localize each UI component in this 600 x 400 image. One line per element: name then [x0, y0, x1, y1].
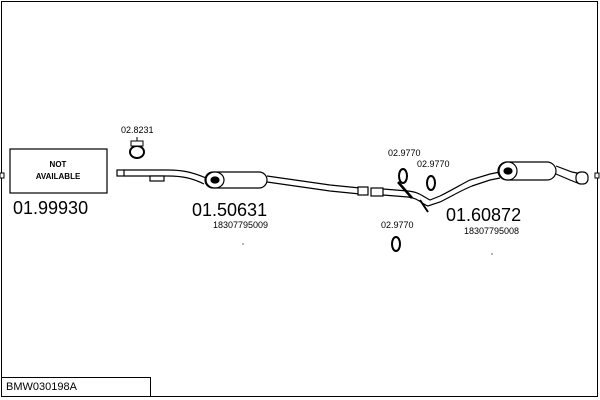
rear-part-number: 01.60872	[446, 205, 521, 225]
middle-silencer[interactable]	[204, 171, 369, 196]
front-connecting-pipe[interactable]	[116, 169, 207, 185]
middle-oem-number: 18307795009	[213, 220, 268, 230]
front-box-line2: AVAILABLE	[36, 172, 81, 181]
front-pipe-box[interactable]	[9, 148, 108, 194]
ring-top-right-number: 02.9770	[417, 159, 450, 169]
dot-mark	[491, 253, 493, 255]
front-part-number: 01.99930	[13, 198, 88, 218]
clamp-icon[interactable]	[129, 137, 145, 159]
front-box-line1: NOT	[50, 160, 67, 169]
middle-part-number: 01.50631	[192, 200, 267, 220]
ring-top-right-icon[interactable]	[426, 175, 436, 191]
dot-mark	[242, 243, 244, 245]
right-edge-marker	[594, 172, 600, 179]
clamp-front-number: 02.8231	[121, 125, 154, 135]
ring-top-left-number: 02.9770	[388, 148, 421, 158]
rear-silencer[interactable]	[497, 161, 589, 185]
ring-bottom-icon[interactable]	[391, 236, 401, 252]
ring-bottom-number: 02.9770	[381, 220, 414, 230]
rear-oem-number: 18307795008	[464, 226, 519, 236]
ring-top-left-icon[interactable]	[398, 168, 408, 184]
reference-code: BMW030198A	[1, 377, 151, 397]
left-edge-marker	[0, 172, 5, 179]
rear-intermediate-pipe[interactable]	[370, 171, 501, 213]
